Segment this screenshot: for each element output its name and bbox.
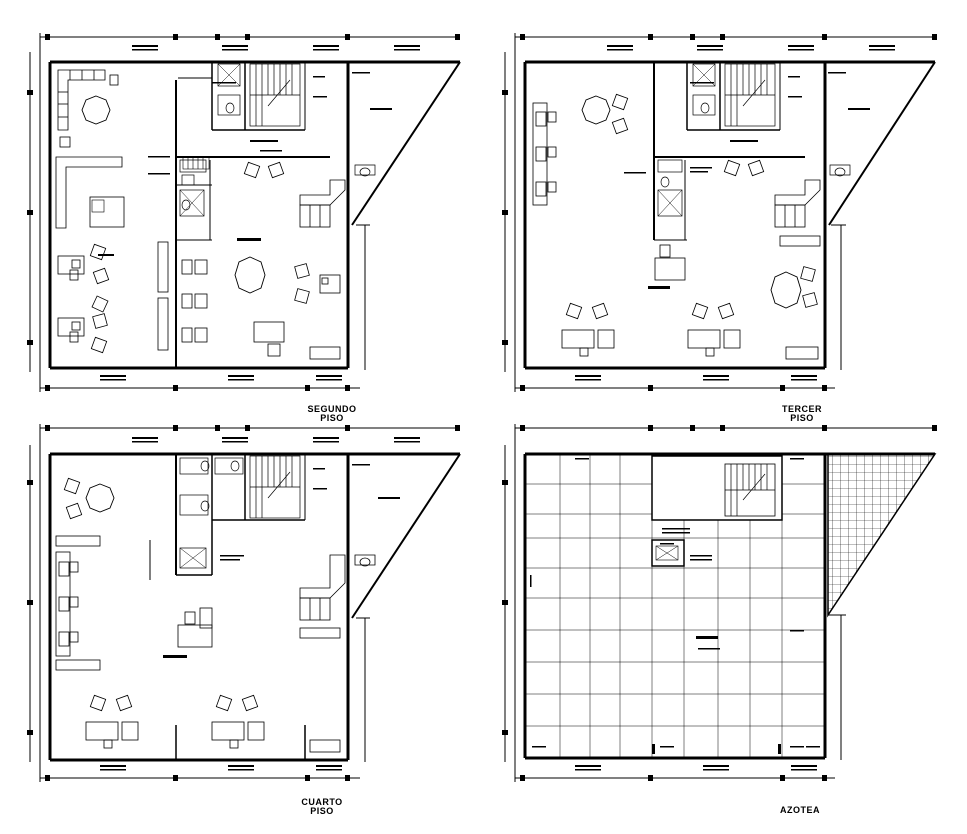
caption-segundo-piso: SEGUNDO PISO [302,405,362,423]
caption-line2: PISO [790,413,814,423]
plan-tercer-piso [502,33,937,392]
plan-azotea [502,424,937,782]
caption-tercer-piso: TERCER PISO [772,405,832,423]
plan-cuarto-piso [27,424,461,782]
caption-line1: CUARTO [301,797,343,807]
plan-segundo-piso [27,33,461,392]
caption-line2: PISO [320,413,344,423]
caption-line1: TERCER [781,404,822,414]
caption-azotea: AZOTEA [770,806,830,815]
caption-line1: AZOTEA [780,805,820,815]
caption-cuarto-piso: CUARTO PISO [292,798,352,816]
caption-line2: PISO [310,806,334,816]
caption-line1: SEGUNDO [307,404,357,414]
